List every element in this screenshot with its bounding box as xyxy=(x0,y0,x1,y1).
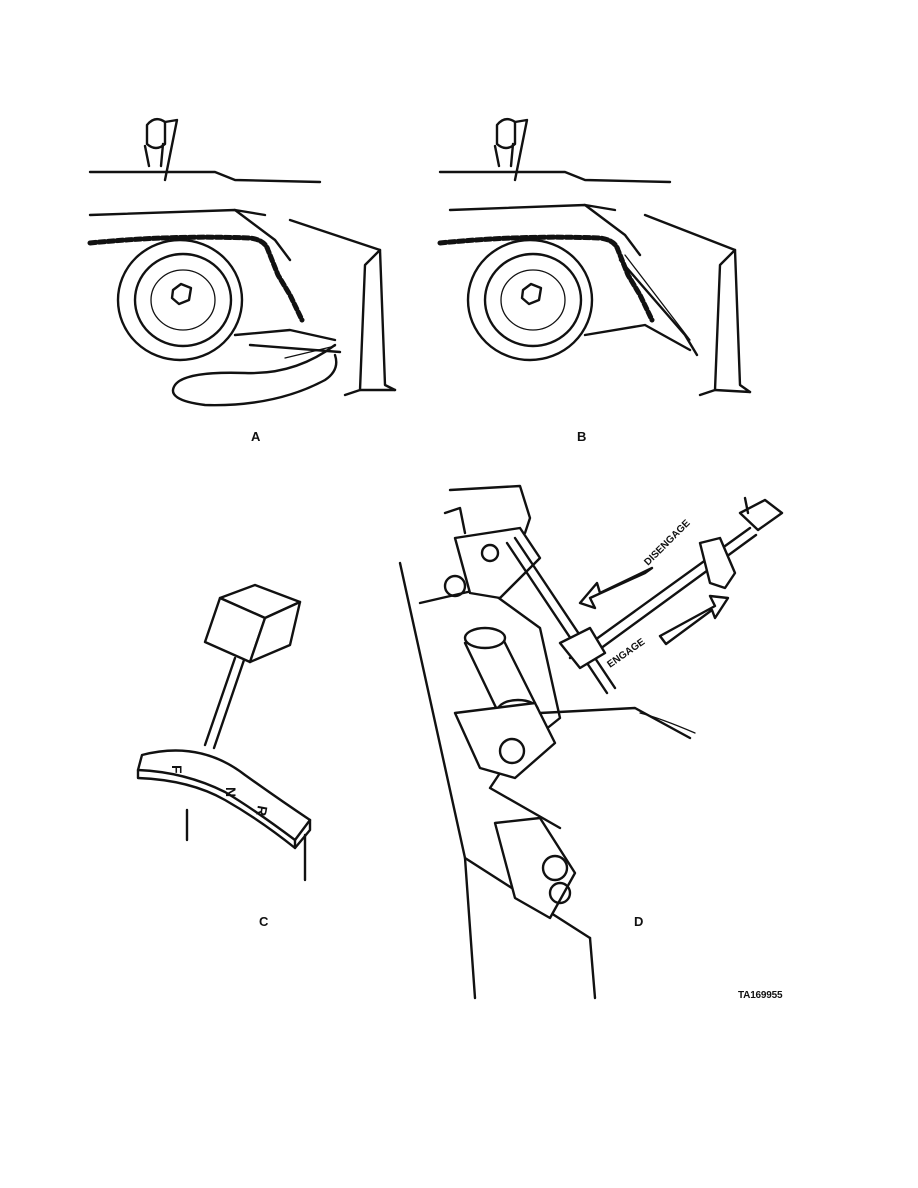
shift-letter-r: R xyxy=(253,804,271,817)
panel-c-label: C xyxy=(259,914,269,929)
panel-c-illustration: F N R xyxy=(130,580,330,890)
panel-d-label: D xyxy=(634,914,644,929)
panel-a-label: A xyxy=(251,429,261,444)
handle-grip xyxy=(738,496,784,532)
shift-gate-plate xyxy=(136,749,312,882)
shift-letter-f: F xyxy=(169,765,185,774)
panel-d-illustration: DISENGAGE ENGAGE xyxy=(390,478,800,1008)
engage-arrow: ENGAGE xyxy=(605,594,730,670)
panel-b-label: B xyxy=(577,429,587,444)
lever-knob xyxy=(493,117,529,182)
disengage-text: DISENGAGE xyxy=(642,518,692,568)
shift-knob xyxy=(203,583,302,664)
shift-letter-n: N xyxy=(223,787,239,797)
panel-a-illustration xyxy=(85,110,405,420)
panel-b-illustration xyxy=(435,110,755,410)
lever-knob xyxy=(143,117,179,182)
figure-code: TA169955 xyxy=(738,990,783,1001)
